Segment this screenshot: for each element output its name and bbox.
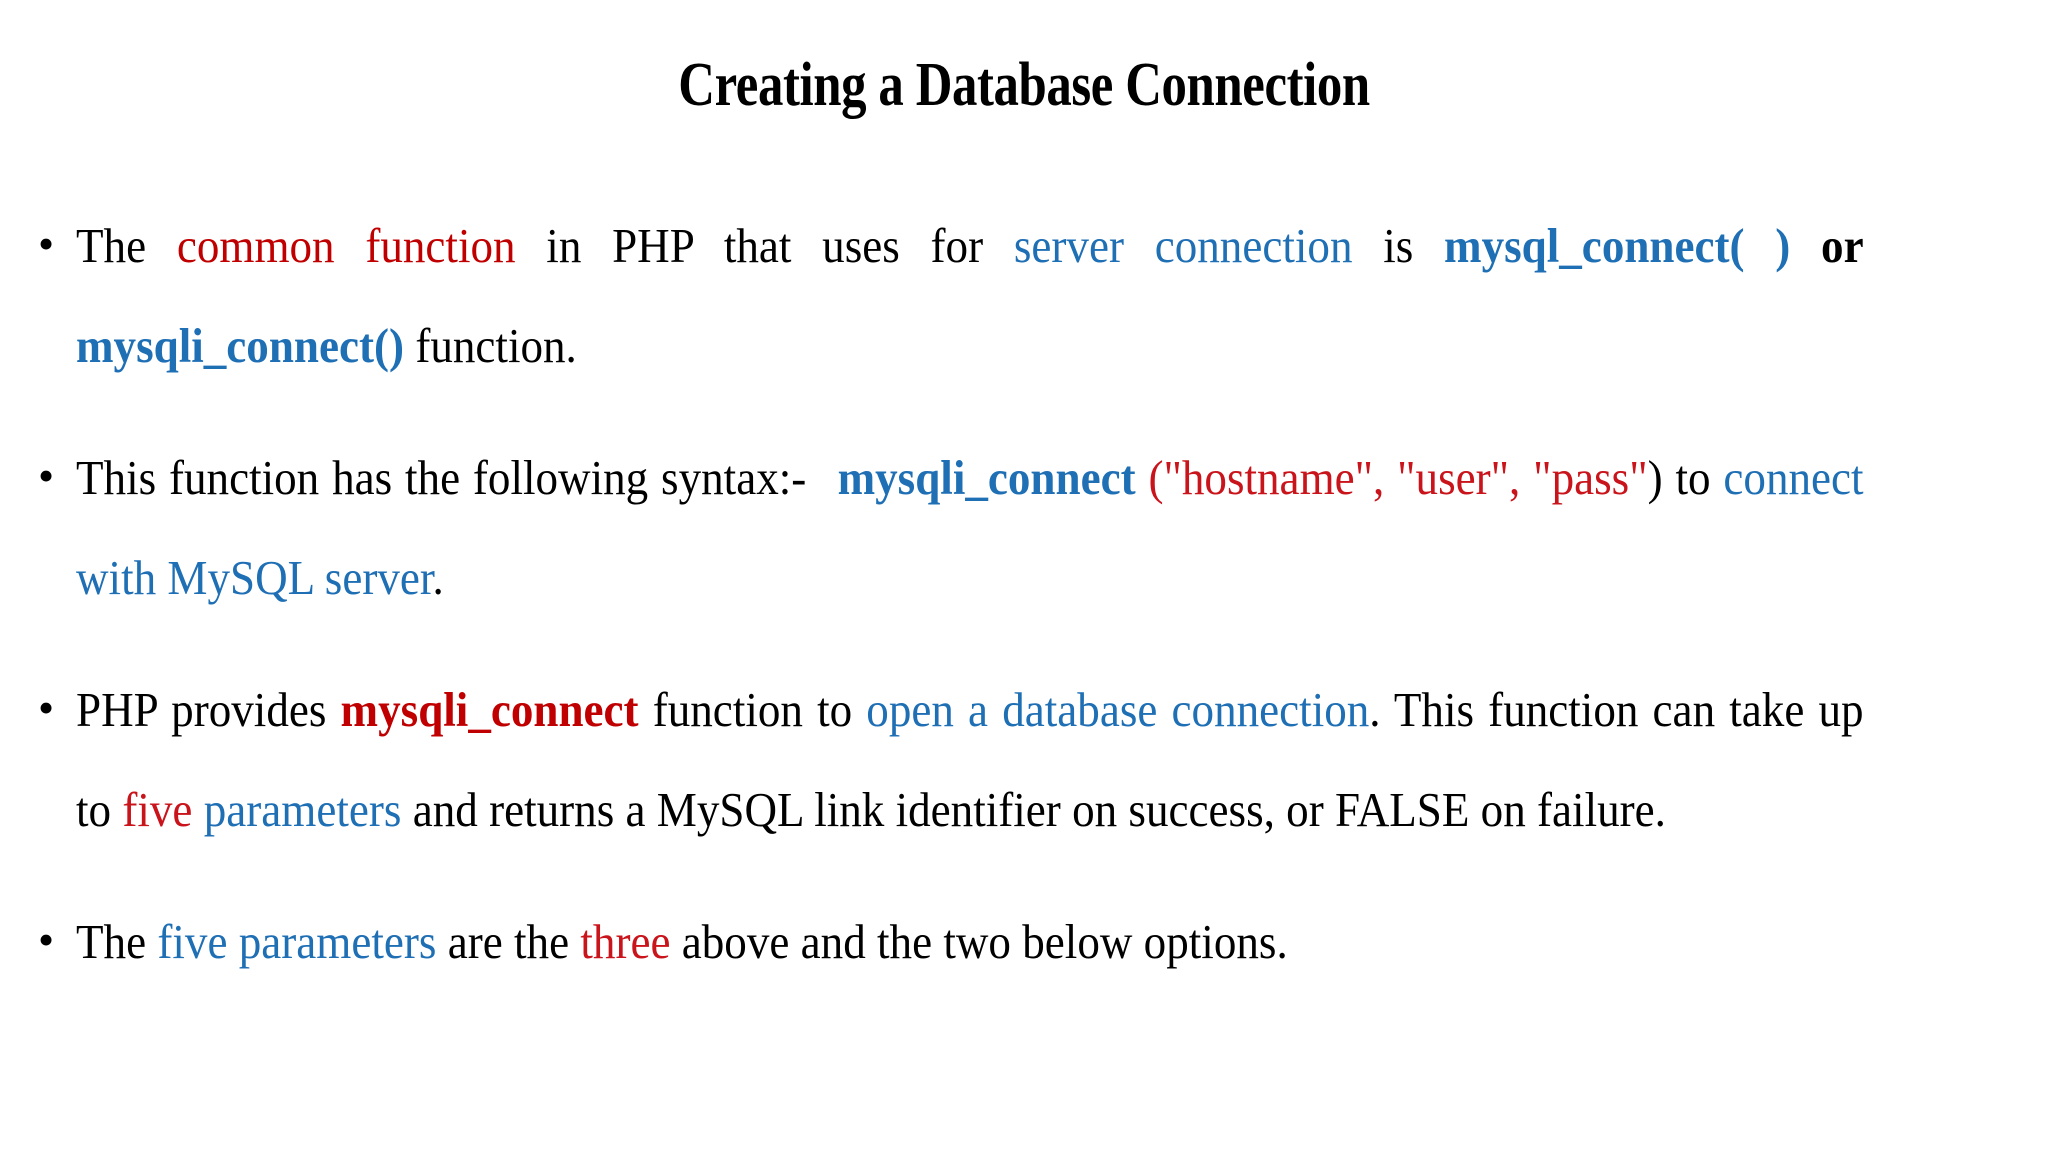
run-syntax-args: ("hostname", "user", "pass" <box>1135 450 1648 505</box>
run-parameters: parameters <box>192 782 402 837</box>
run-text: This function has the following syntax:- <box>76 450 807 505</box>
bullet-list: • The common function in PHP that uses f… <box>34 196 2019 992</box>
page-title: Creating a Database Connection <box>678 51 1370 119</box>
run-text: ) to <box>1647 450 1724 505</box>
run-mysql-connect: mysql_connect( ) <box>1444 218 1791 273</box>
run-text: function to <box>638 682 867 737</box>
run-text: are the <box>436 914 581 969</box>
run-three: three <box>580 914 671 969</box>
run-five-parameters: five parameters <box>157 914 437 969</box>
bullet-marker-icon: • <box>38 450 55 501</box>
run-mysqli-connect: mysqli_connect() <box>76 318 405 373</box>
run-mysqli-connect: mysqli_connect <box>340 682 639 737</box>
bullet-2-text: This function has the following syntax:-… <box>76 428 1864 628</box>
run-text: PHP provides <box>76 682 341 737</box>
run-connect-with-mysql-server: connect with MySQL server <box>76 450 1864 605</box>
bullet-marker-icon: • <box>38 914 55 965</box>
run-text: The <box>76 914 158 969</box>
run-text: above and the two below options. <box>670 914 1288 969</box>
bullet-3-text: PHP provides mysqli_connect function to … <box>76 660 1864 860</box>
list-item: • The common function in PHP that uses f… <box>34 196 2019 396</box>
bullet-4-text: The five parameters are the three above … <box>76 892 1864 992</box>
bullet-marker-icon: • <box>38 682 55 733</box>
run-text: . <box>432 550 444 605</box>
run-common-function: common function <box>176 218 516 273</box>
run-text: in PHP that uses for <box>515 218 1014 273</box>
list-item: • PHP provides mysqli_connect function t… <box>34 660 2019 860</box>
run-text: is <box>1352 218 1445 273</box>
bullet-1-text: The common function in PHP that uses for… <box>76 196 1864 396</box>
run-five: five <box>122 782 193 837</box>
run-text: and returns a MySQL link identifier on s… <box>401 782 1666 837</box>
list-item: • The five parameters are the three abov… <box>34 892 2019 992</box>
run-text: function. <box>404 318 577 373</box>
run-mysqli-connect: mysqli_connect <box>837 450 1136 505</box>
bullet-marker-icon: • <box>38 218 55 269</box>
run-or: or <box>1790 218 1864 273</box>
run-text: . This function can take up to <box>76 682 1864 837</box>
list-item: • This function has the following syntax… <box>34 428 2019 628</box>
run-text: The <box>76 218 177 273</box>
run-server-connection: server connection <box>1013 218 1353 273</box>
run-open-a-database-connection: open a database connection <box>866 682 1370 737</box>
